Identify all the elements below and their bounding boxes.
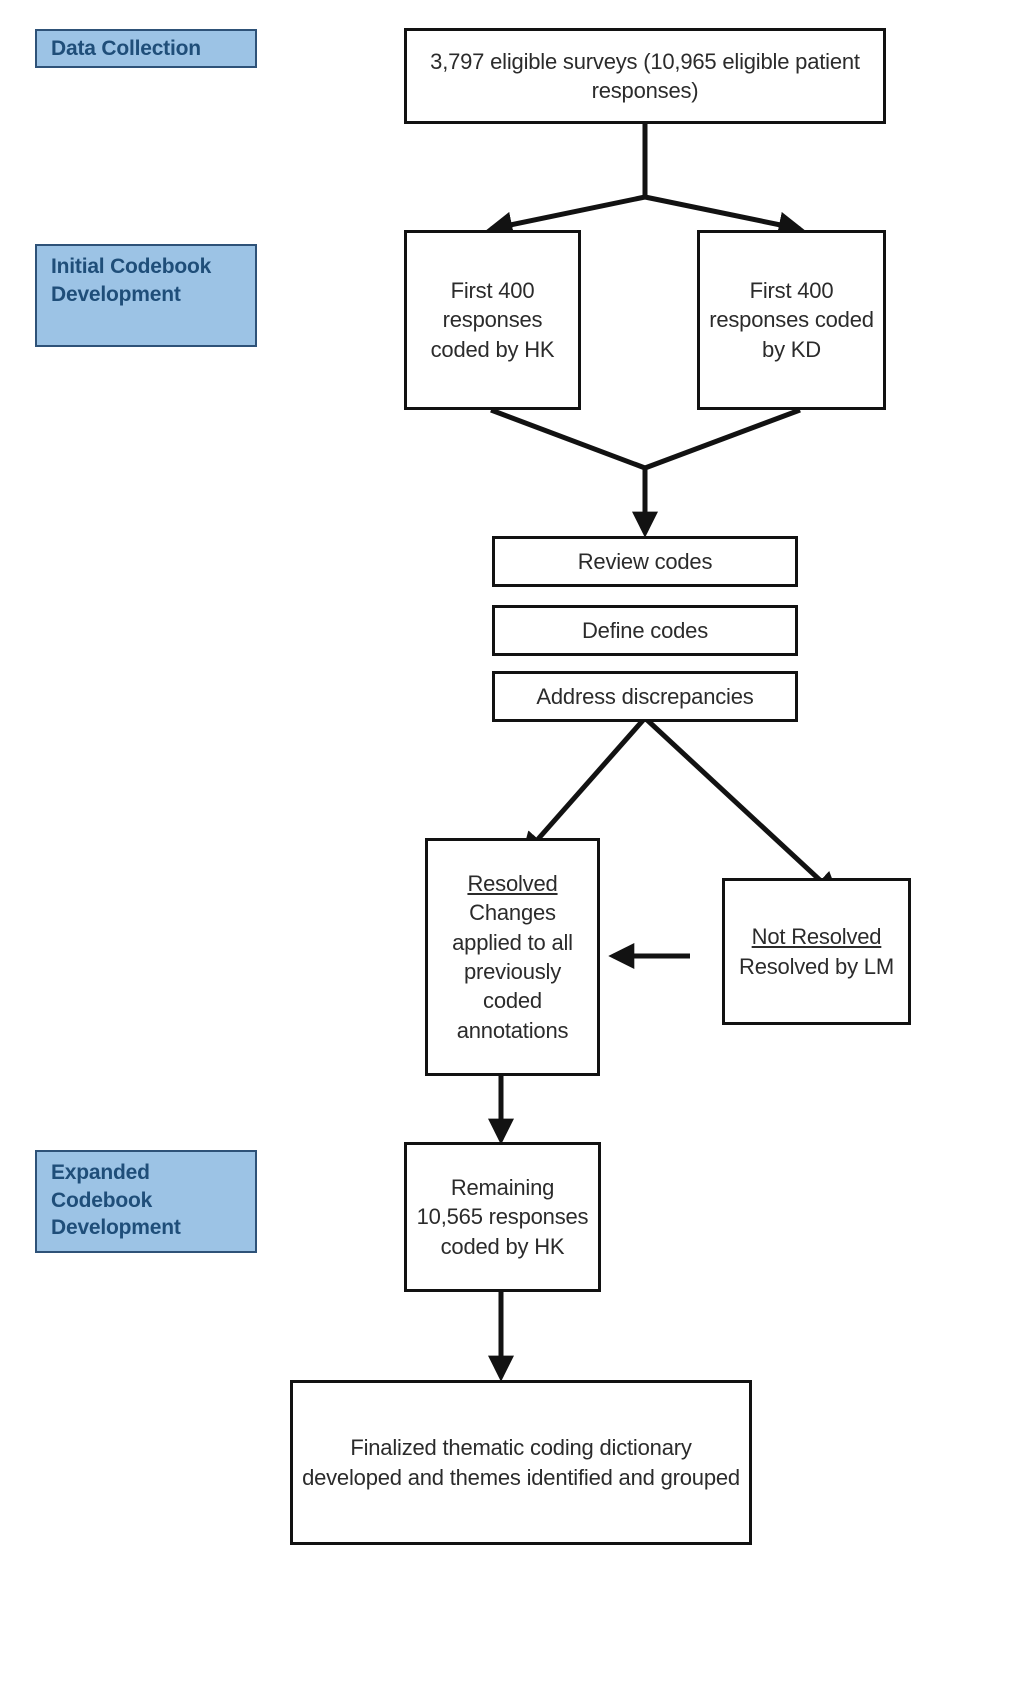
node-define-codes: Define codes [492,605,798,656]
node-text: Finalized thematic coding dictionary dev… [302,1435,740,1490]
node-address-discrepancies: Address discrepancies [492,671,798,722]
node-remaining-responses: Remaining 10,565 responses coded by HK [404,1142,601,1292]
node-heading: Resolved [467,870,558,896]
stage-label-initial-codebook: Initial Codebook Development [35,244,257,347]
node-text: First 400 responses coded by KD [709,277,874,362]
node-text: First 400 responses coded by HK [430,277,555,362]
stage-label-text: Initial Codebook Development [51,255,212,306]
node-not-resolved: Not Resolved Resolved by LM [722,878,911,1025]
node-resolved: Resolved Changes applied to all previous… [425,838,600,1076]
node-text: Address discrepancies [536,683,754,709]
node-text: Changes applied to all previously coded … [452,900,573,1043]
node-text: Resolved by LM [739,953,894,979]
connector-surveys-to-branches [486,124,805,238]
node-review-codes: Review codes [492,536,798,587]
node-finalized-dictionary: Finalized thematic coding dictionary dev… [290,1380,752,1545]
node-text: Review codes [577,548,713,574]
node-first-400-hk: First 400 responses coded by HK [404,230,581,410]
node-heading: Not Resolved [751,924,882,950]
stage-label-data-collection: Data Collection [35,29,257,68]
connector-coders-to-review [490,407,801,538]
node-text: Remaining 10,565 responses coded by HK [416,1174,589,1259]
node-eligible-surveys: 3,797 eligible surveys (10,965 eligible … [404,28,886,124]
node-text: 3,797 eligible surveys (10,965 eligible … [430,48,860,103]
stage-label-text: Data Collection [51,36,201,60]
stage-label-expanded-codebook: Expanded Codebook Development [35,1150,257,1253]
node-first-400-kd: First 400 responses coded by KD [697,230,886,410]
node-text: Define codes [581,617,708,643]
stage-label-text: Expanded Codebook Development [51,1161,181,1240]
